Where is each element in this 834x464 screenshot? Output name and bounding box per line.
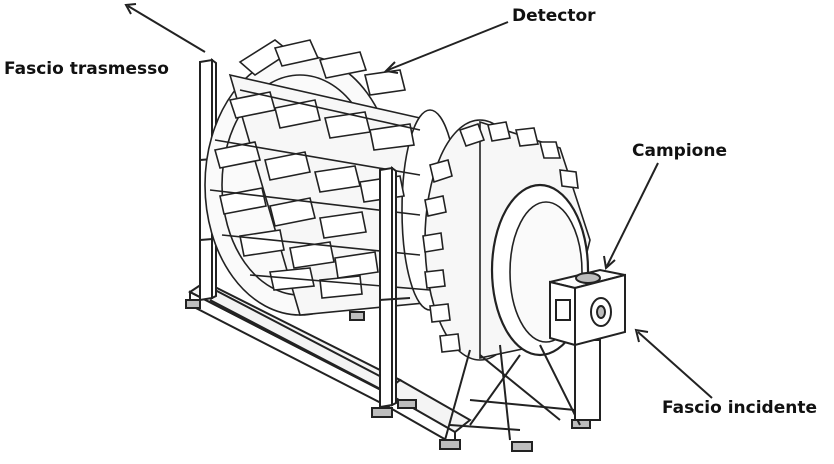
label-sample: Campione	[632, 141, 727, 161]
arrow-detector	[383, 21, 509, 74]
arrow-incident-beam	[634, 328, 713, 399]
arrow-sample	[603, 162, 659, 270]
label-incident-beam: Fascio incidente	[662, 398, 818, 418]
label-transmitted-beam: Fascio trasmesso	[4, 59, 169, 79]
arrow-transmitted-beam	[124, 3, 206, 53]
front-stand	[444, 339, 601, 441]
label-detector: Detector	[512, 6, 596, 26]
arrows	[124, 3, 713, 399]
support-post-middle	[379, 166, 411, 409]
sample-box	[549, 268, 626, 347]
detector-bank-rear	[204, 39, 459, 316]
